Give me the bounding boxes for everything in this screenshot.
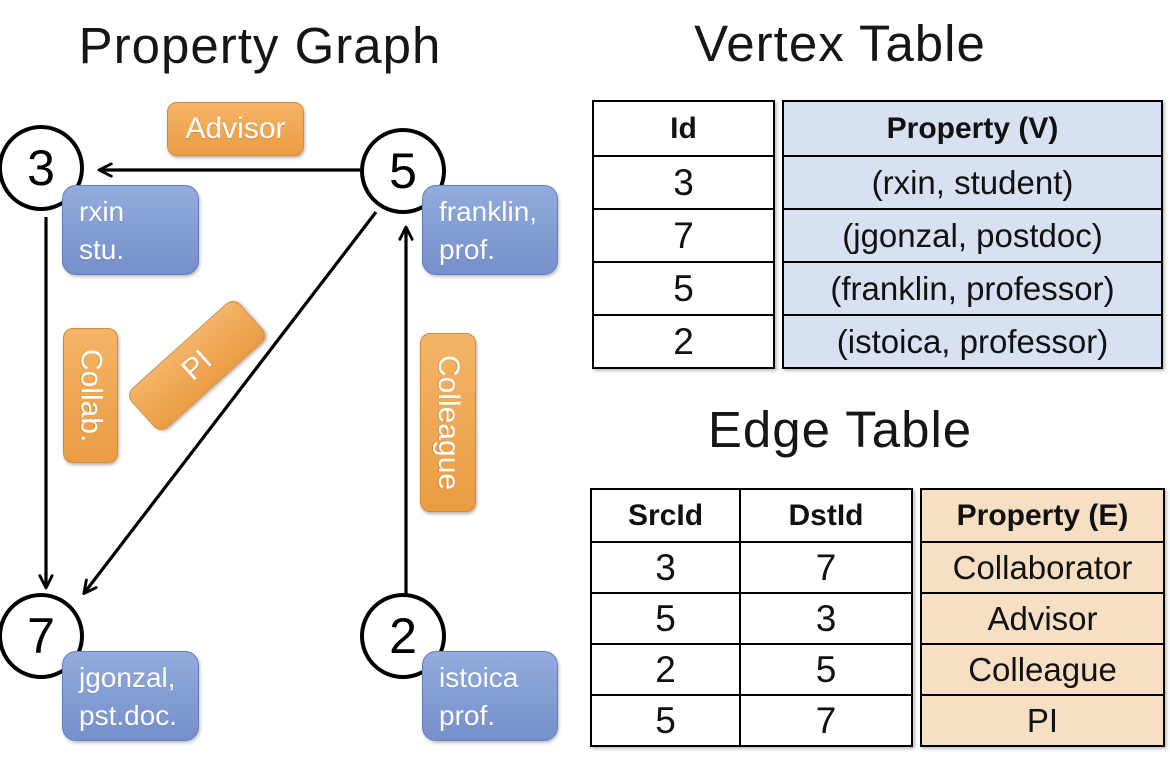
column-header-property-e: Property (E)	[956, 498, 1129, 532]
vertex-table-id-column: Id 3 7 5 2	[592, 100, 775, 369]
edge-label-colleague: Colleague	[420, 333, 476, 512]
vertex-id-cell: 3	[594, 155, 773, 208]
srcid-cell: 5	[592, 592, 739, 643]
vertex-property-box-3: rxin stu.	[62, 185, 199, 275]
vertex-property-line: prof.	[439, 699, 496, 731]
column-header-dstid: DstId	[788, 498, 864, 532]
edge-property-cell: Colleague	[922, 643, 1163, 694]
vertex-property-cell: (franklin, professor)	[784, 261, 1161, 314]
edge-table-dstid-column: DstId 7 3 5 7	[739, 490, 911, 745]
vertex-property-line: istoica	[439, 662, 519, 693]
property-graph-title: Property Graph	[78, 17, 442, 74]
graph-node-5: 5	[360, 128, 446, 214]
node-id: 5	[389, 143, 417, 199]
vertex-property-line: franklin,	[439, 196, 538, 227]
graph-edges	[38, 162, 414, 595]
srcid-cell: 2	[592, 643, 739, 694]
vertex-property-line: prof.	[439, 233, 496, 265]
vertex-property-cell: (rxin, student)	[784, 155, 1161, 208]
column-header-srcid: SrcId	[627, 498, 704, 532]
vertex-property-line: rxin	[79, 196, 125, 227]
edge-label-advisor: Advisor	[167, 102, 304, 156]
dstid-cell: 7	[741, 694, 911, 745]
node-id: 3	[27, 140, 55, 196]
edge-table: SrcId 3 5 2 5 DstId 7 3 5 7 Property (E)…	[590, 488, 1165, 747]
vertex-property-box-7: jgonzal, pst.doc.	[62, 651, 199, 741]
edge-property-cell: PI	[922, 694, 1163, 745]
vertex-property-line: jgonzal,	[79, 662, 176, 693]
dstid-cell: 7	[741, 541, 911, 592]
vertex-property-cell: (jgonzal, postdoc)	[784, 208, 1161, 261]
vertex-property-cell: (istoica, professor)	[784, 314, 1161, 367]
srcid-cell: 3	[592, 541, 739, 592]
vertex-property-box-5: franklin, prof.	[422, 185, 558, 275]
dstid-cell: 3	[741, 592, 911, 643]
graph-node-2: 2	[360, 593, 446, 679]
vertex-table-property-column: Property (V) (rxin, student) (jgonzal, p…	[782, 100, 1163, 369]
node-id: 2	[389, 608, 417, 664]
edge-property-cell: Collaborator	[922, 541, 1163, 592]
vertex-id-cell: 2	[594, 314, 773, 367]
column-header-property-v: Property (V)	[886, 111, 1059, 145]
column-header-id: Id	[670, 111, 697, 145]
vertex-property-box-2: istoica prof.	[422, 651, 558, 741]
vertex-id-cell: 7	[594, 208, 773, 261]
edge-table-property-column: Property (E) Collaborator Advisor Collea…	[920, 488, 1165, 747]
srcid-cell: 5	[592, 694, 739, 745]
edge-5-to-7	[82, 211, 378, 595]
node-id: 7	[27, 608, 55, 664]
property-graph-panel: Property Graph 3 5 7 2 Advisor Collab. P…	[0, 0, 580, 760]
edge-table-srcid-column: SrcId 3 5 2 5	[592, 490, 739, 745]
vertex-table: Id 3 7 5 2 Property (V) (rxin, student) …	[592, 100, 1163, 369]
vertex-property-line: stu.	[79, 233, 125, 265]
edge-table-id-columns: SrcId 3 5 2 5 DstId 7 3 5 7	[590, 488, 913, 747]
vertex-id-cell: 5	[594, 261, 773, 314]
vertex-property-line: pst.doc.	[79, 699, 178, 731]
vertex-table-title: Vertex Table	[694, 15, 986, 72]
edge-table-title: Edge Table	[707, 401, 973, 458]
edge-label-collab: Collab.	[63, 328, 118, 463]
edge-property-cell: Advisor	[922, 592, 1163, 643]
dstid-cell: 5	[741, 643, 911, 694]
